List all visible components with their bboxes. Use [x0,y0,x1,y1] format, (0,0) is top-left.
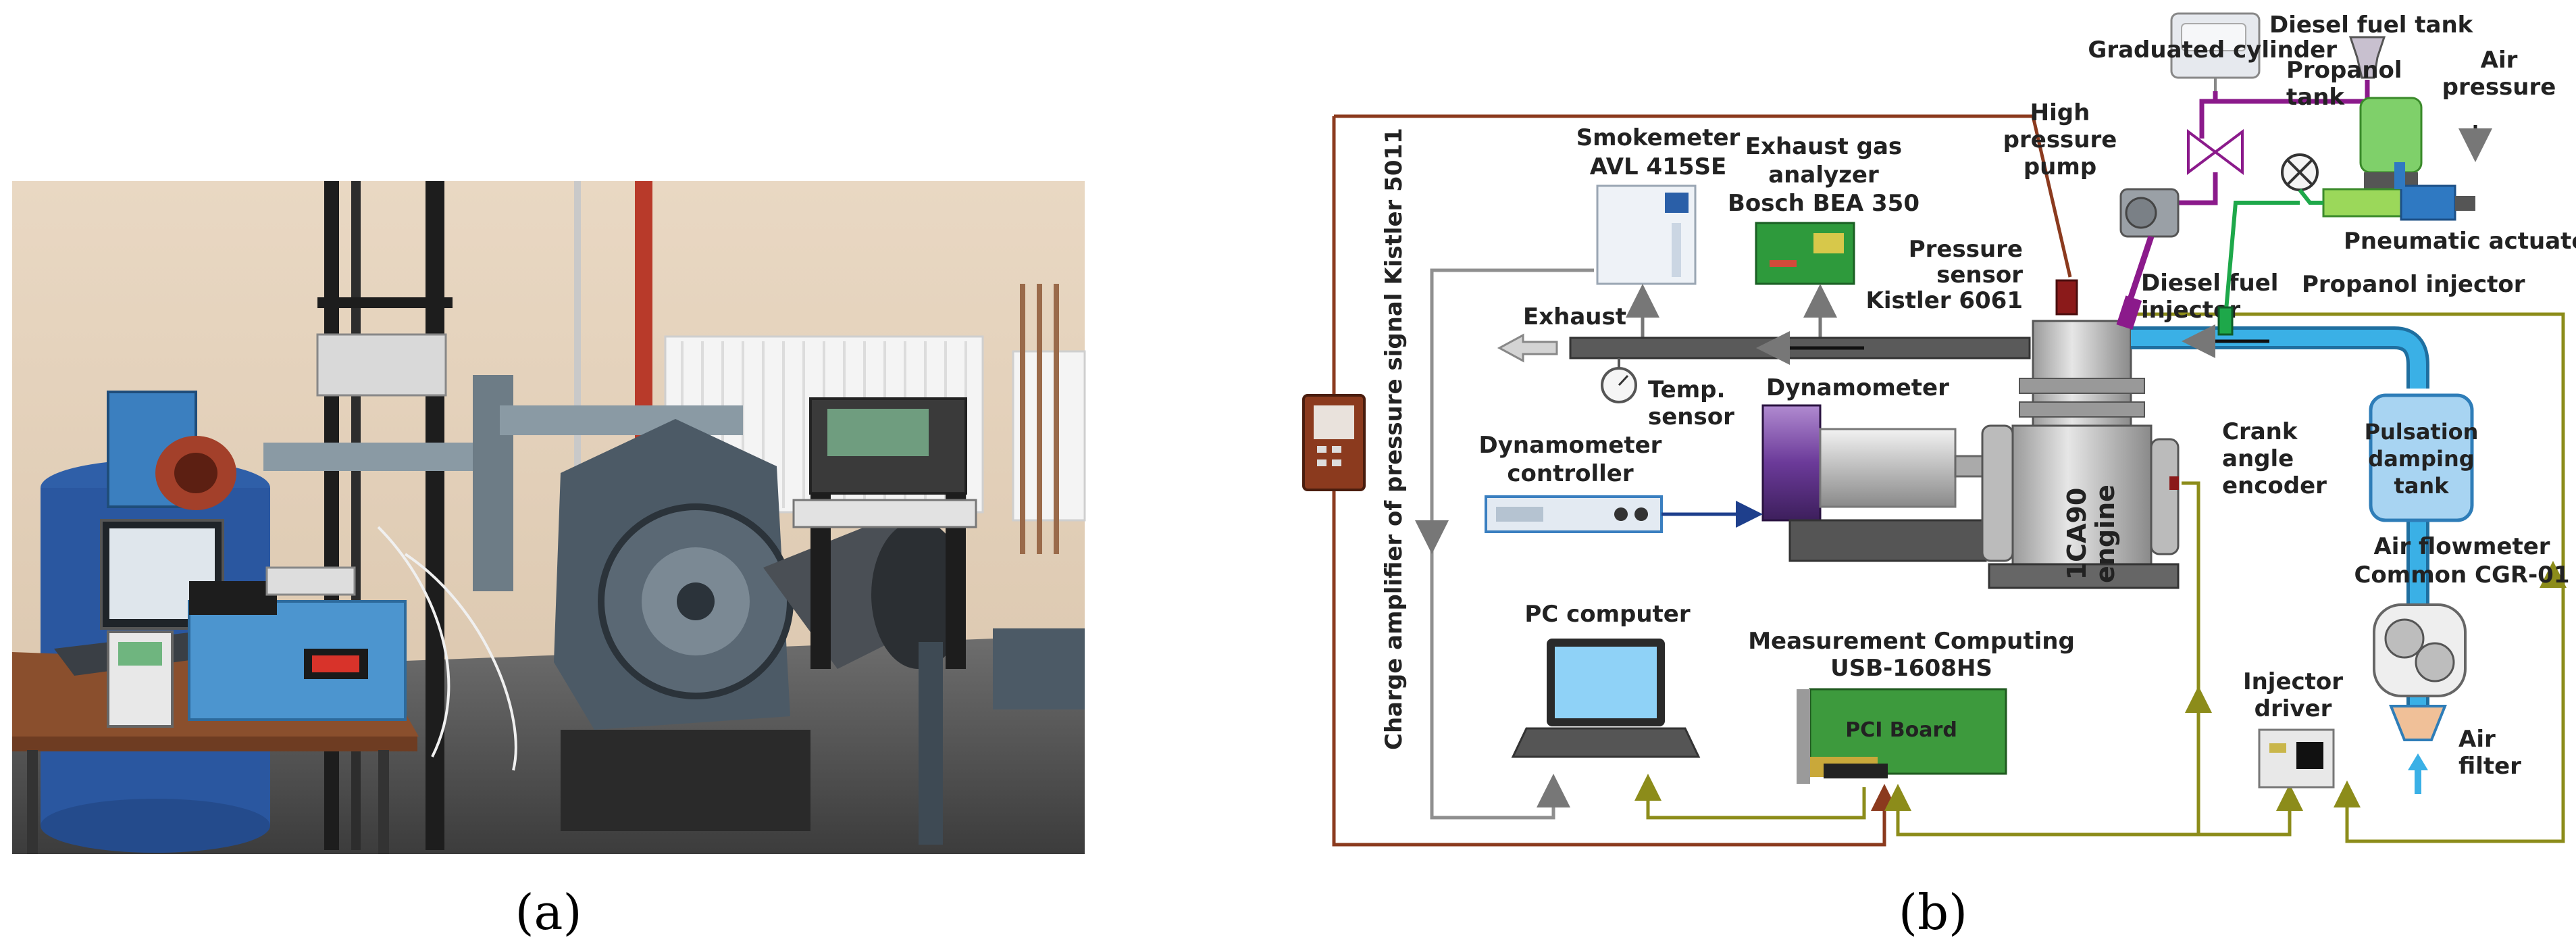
temp-sensor-gauge [1601,358,1637,403]
charge-amplifier-device [1302,394,1366,491]
injector-driver-label-2: driver [2255,695,2332,722]
daq-to-driver-line [2198,784,2303,837]
controller-label-2: controller [1507,460,1633,487]
smokemeter-device [1596,184,1697,285]
pump-label-3: pump [2024,153,2096,180]
temp-sensor-label-2: sensor [1648,403,1734,430]
pci-board-device [1797,688,2007,784]
tank-label-1: Pulsation [2365,419,2479,445]
flowmeter-label-1: Air flowmeter [2373,533,2550,560]
encoder-label-3: encoder [2222,472,2327,499]
air-flowmeter-device [2373,603,2467,697]
charge-amplifier-label: Charge amplifier of pressure signal Kist… [1381,128,1408,750]
tank-label-2: damping [2368,446,2474,472]
diesel-injector-label-1: Diesel fuel [2141,270,2278,297]
daq-label-2: USB-1608HS [1830,655,1992,682]
exhaust-analyzer-device [1755,222,1855,285]
pump-label-2: pressure [2003,126,2117,153]
engine-device [1981,320,2180,589]
propanol-tank-label-2: tank [2286,84,2345,111]
encoder-label-2: angle [2222,445,2294,472]
high-pressure-pump [2119,188,2180,238]
photo-panel [12,181,1086,854]
air-pressure-label-1: Air [2481,47,2518,74]
pneumatic-actuator-label: Pneumatic actuator [2344,228,2576,255]
fuel-line-to-injector [2124,235,2155,309]
engine-label-1: 1CA90 [2062,488,2092,580]
injector-driver-device [2258,728,2335,789]
exhaust-label: Exhaust [1523,303,1626,330]
pulsation-tank [2369,393,2474,522]
caption-a: (a) [515,884,582,941]
air-filter [2389,705,2447,741]
schematic-panel: Charge amplifier of pressure signal Kist… [1302,11,2576,847]
smokemeter-to-pc-line [1430,268,1594,820]
flowmeter-label-2: Common CGR-01 [2354,562,2569,589]
air-pressure-label-2: pressure [2442,74,2556,101]
tank-label-3: tank [2394,473,2450,499]
dynamometer-label: Dynamometer [1766,374,1949,401]
diesel-fuel-tank [2170,12,2261,91]
analyzer-label-2: analyzer [1768,161,1879,189]
propanol-line-to-injector [2223,201,2300,318]
pump-label-1: High [2030,99,2090,126]
air-filter-label-2: filter [2458,753,2521,780]
pc-computer-device [1511,639,1701,758]
pci-to-pc-line [1634,774,1866,820]
propanol-injector-label: Propanol injector [2302,271,2525,298]
pressure-sensor-label-1: Pressure [1909,236,2023,263]
graduated-cylinder [2348,36,2386,79]
charge-amplifier-output-line [1332,490,1898,847]
injector-driver-label-1: Injector [2243,668,2343,695]
propanol-tank-label-1: Propanol [2286,57,2402,84]
propanol-line [2298,189,2323,205]
dynamometer-controller-device [1485,495,1663,533]
graduated-cylinder-label: Graduated cylinder [2088,36,2337,64]
pressure-sensor-label-3: Kistler 6061 [1866,287,2023,314]
propanol-injector-signal-line [2128,312,2565,843]
diesel-tank-label: Diesel fuel tank [2269,11,2474,39]
exhaust-outlet-arrow [1497,333,1558,363]
fuel-line-to-pump [2178,172,2218,205]
daq-label-1: Measurement Computing [1748,628,2075,655]
encoder-label-1: Crank [2222,418,2298,445]
fuel-line-from-cylinder [2199,80,2370,139]
smokemeter-label-2: AVL 415SE [1590,153,1727,180]
charge-amplifier-signal-line [1334,114,2072,278]
analyzer-label-3: Bosch BEA 350 [1728,190,1920,217]
controller-label-1: Dynamometer [1479,432,1662,459]
dynamometer-device [1761,404,1997,562]
pneumatic-actuator-device [2322,162,2475,221]
pc-computer-label: PC computer [1524,601,1691,628]
propanol-injector [2217,306,2234,336]
air-filter-label-1: Air [2458,726,2496,753]
pci-board-label: PCI Board [1845,718,1957,742]
pressure-sensor [2055,279,2078,316]
propanol-tank [2359,97,2423,189]
engine-label-2: engine [2090,484,2120,583]
air-intake-arrow [2408,753,2428,794]
analyzer-label-1: Exhaust gas [1745,133,1902,160]
temp-sensor-label-1: Temp. [1648,376,1725,403]
fuel-valve [2187,129,2244,175]
smokemeter-label-1: Smokemeter [1576,124,1741,151]
pressure-sensor-label-2: sensor [1936,262,2023,289]
caption-b: (b) [1899,884,1967,941]
